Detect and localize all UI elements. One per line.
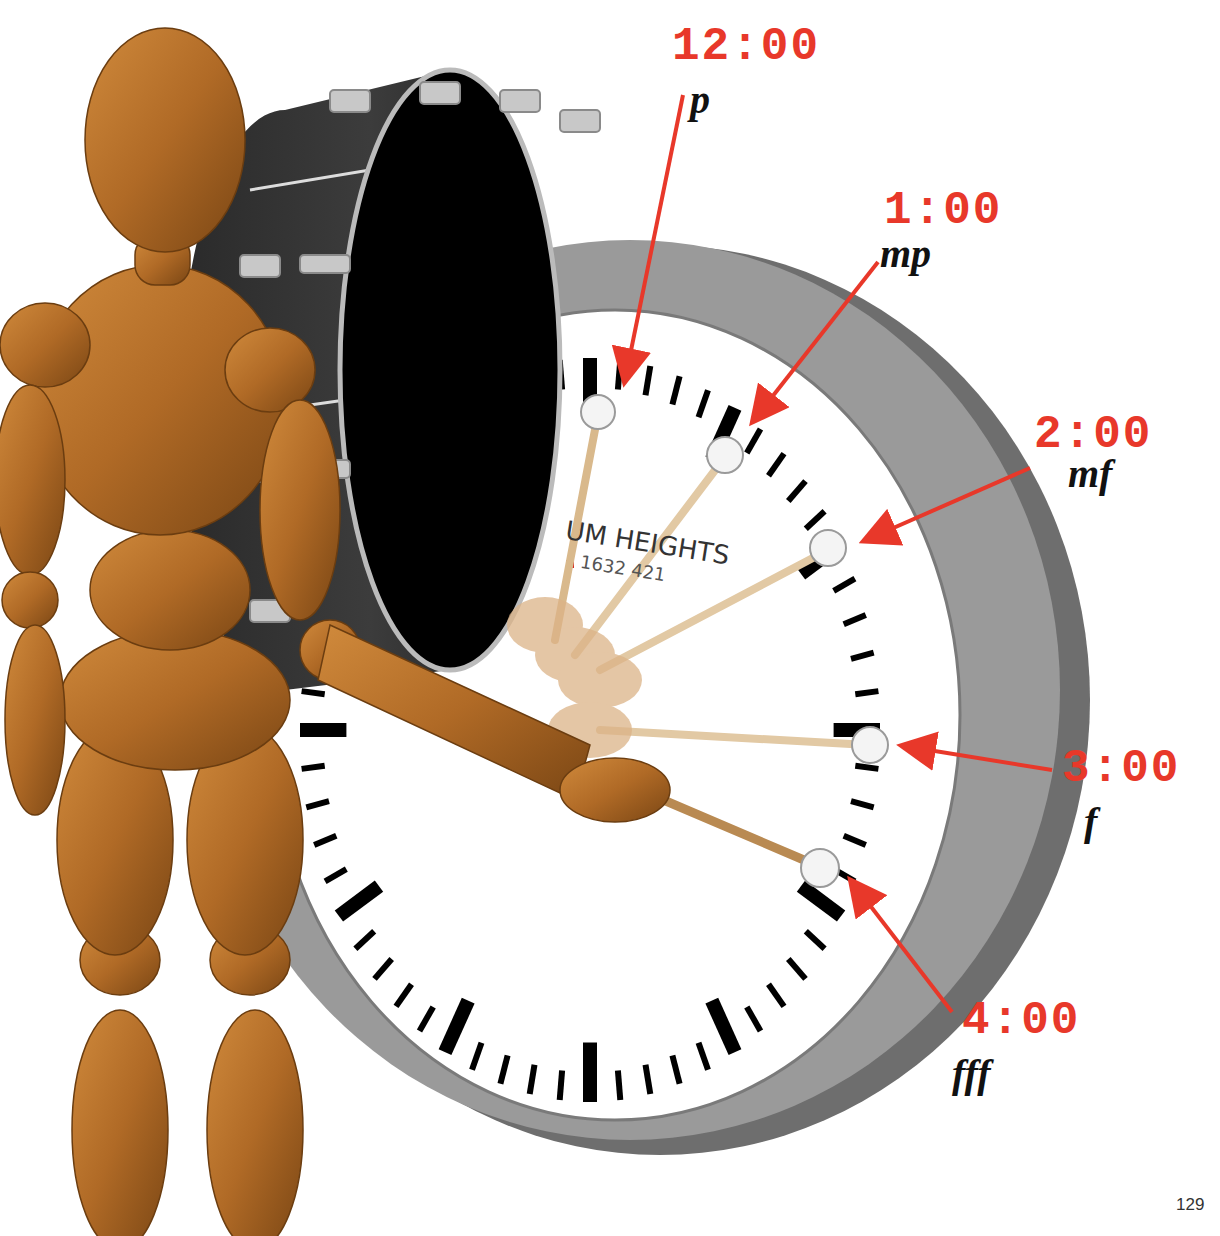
clock-tick [672,376,679,404]
clock-tick [806,931,825,949]
clock-tick [834,579,855,591]
clock-tick [560,1070,562,1100]
clock-tick [855,691,878,694]
time-label: 1:00 [884,186,1002,237]
mannequin [0,28,670,1236]
clock-tick [646,366,651,395]
clock-tick [325,869,346,881]
clock-tick [618,1070,620,1100]
clock-tick [806,511,825,529]
clock-tick [769,984,785,1006]
clock-tick [672,1056,679,1084]
clock-tick [472,1043,482,1070]
clock-tick [646,1065,651,1094]
clock-tick [851,653,874,659]
clock-tick [445,1001,468,1053]
dynamic-marking: p [690,78,710,122]
time-label: 3:00 [1062,744,1180,795]
clock-tick [355,931,374,949]
clock-tick [314,836,336,845]
clock-tick [844,615,866,624]
clock-tick [801,886,841,916]
clock-tick [712,1001,735,1053]
dynamic-marking: mf [1068,452,1112,496]
clock-tick [306,801,329,807]
clock-tick [396,984,412,1006]
clock-tick [583,1043,597,1103]
clock-tick [375,959,392,979]
time-label: 12:00 [672,22,820,73]
clock-tick [420,1007,434,1031]
clock-tick [302,766,325,769]
dynamic-marking: mp [880,232,931,276]
clock-tick [699,1043,709,1070]
clock-tick [302,691,325,694]
clock-tick [788,959,805,979]
clock-tick [855,766,878,769]
clock-tick [339,886,379,916]
clock-tick [618,360,620,390]
mallets [507,395,888,887]
page-number: 129 [1176,1196,1204,1215]
clock-tick [500,1056,507,1084]
dynamic-marking: fff [952,1052,991,1096]
clock-tick [788,481,805,501]
dynamic-marking: f [1084,800,1097,844]
clock-tick [769,454,785,476]
clock-tick [844,836,866,845]
clock-tick [530,1065,535,1094]
clock-tick [747,429,761,453]
clock-tick [699,390,709,417]
time-label: 4:00 [962,996,1080,1047]
clock-tick [300,723,346,737]
clock-tick [851,801,874,807]
clock-tick [747,1007,761,1031]
